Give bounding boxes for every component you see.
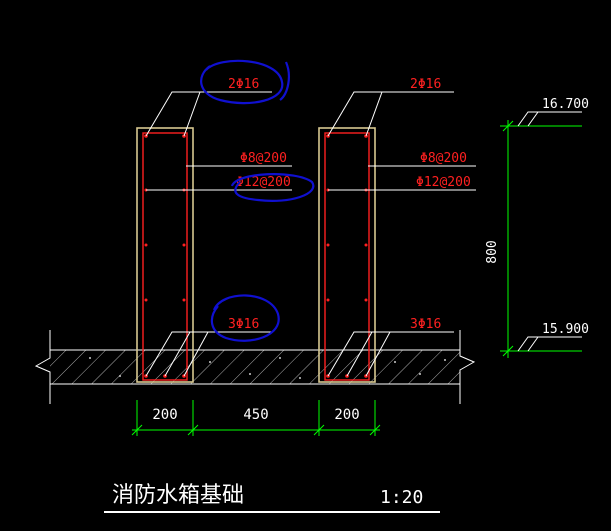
elevation-bottom-marker (500, 336, 582, 352)
left-bottom-bars-label: 3Φ16 (228, 317, 259, 332)
width-dim-left: 200 (152, 407, 177, 423)
width-dimension-line (131, 400, 381, 436)
drawing-scale: 1:20 (380, 487, 423, 508)
right-stirrups-label: Φ8@200 (420, 151, 467, 166)
right-top-bars-label: 2Φ16 (410, 77, 441, 92)
left-column (136, 127, 194, 383)
left-top-bars-label: 2Φ16 (228, 77, 259, 92)
right-bottom-bars-label: 3Φ16 (410, 317, 441, 332)
hand-annotation-circles (200, 59, 315, 342)
leader-lines (145, 91, 476, 377)
height-dimension-label: 800 (485, 240, 500, 263)
width-dim-middle: 450 (243, 407, 268, 423)
right-column (318, 127, 376, 383)
left-stirrups-label: Φ8@200 (240, 151, 287, 166)
ground-slab (34, 330, 476, 404)
elevation-bottom-label: 15.900 (542, 322, 589, 337)
width-dim-right: 200 (334, 407, 359, 423)
right-side-bars-label: Φ12@200 (416, 175, 471, 190)
elevation-top-marker (500, 111, 582, 127)
elevation-top-label: 16.700 (542, 97, 589, 112)
left-side-bars-label: Φ12@200 (236, 175, 291, 190)
drawing-title: 消防水箱基础 (112, 483, 244, 508)
height-dimension-line (502, 120, 514, 358)
